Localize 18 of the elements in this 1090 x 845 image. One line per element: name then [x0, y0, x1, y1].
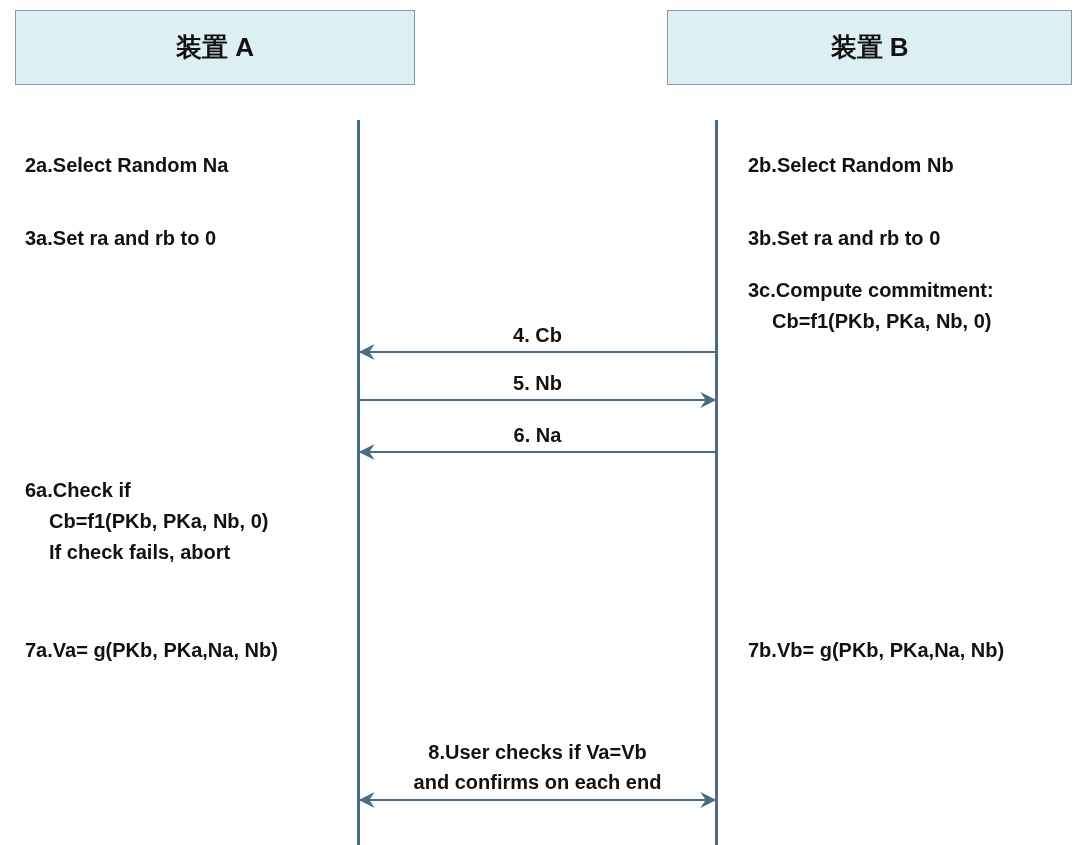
step-text: 2a.Select Random Na: [25, 153, 229, 178]
step-text: 3a.Set ra and rb to 0: [25, 226, 217, 251]
message-arrow: [358, 344, 715, 360]
device-title: 装置 A: [176, 31, 254, 64]
step-text: 6a.Check if Cb=f1(PKb, PKa, Nb, 0) If check fails, abort: [25, 478, 269, 565]
device-box: [15, 10, 415, 85]
step-text: 3b.Set ra and rb to 0: [748, 226, 941, 251]
lifeline: [357, 120, 360, 845]
message-arrow: [360, 392, 717, 408]
lifeline: [715, 120, 718, 845]
step-text: 7a.Va= g(PKb, PKa,Na, Nb): [25, 638, 278, 663]
step-text: 2b.Select Random Nb: [748, 153, 954, 178]
double-arrow: [358, 792, 717, 808]
device-box: [667, 10, 1072, 85]
step-text: 7b.Vb= g(PKb, PKa,Na, Nb): [748, 638, 1005, 663]
step-text: 3c.Compute commitment: Cb=f1(PKb, PKa, Nb, 0): [748, 278, 994, 334]
message-arrow: [358, 444, 715, 460]
device-title: 装置 B: [830, 31, 909, 64]
